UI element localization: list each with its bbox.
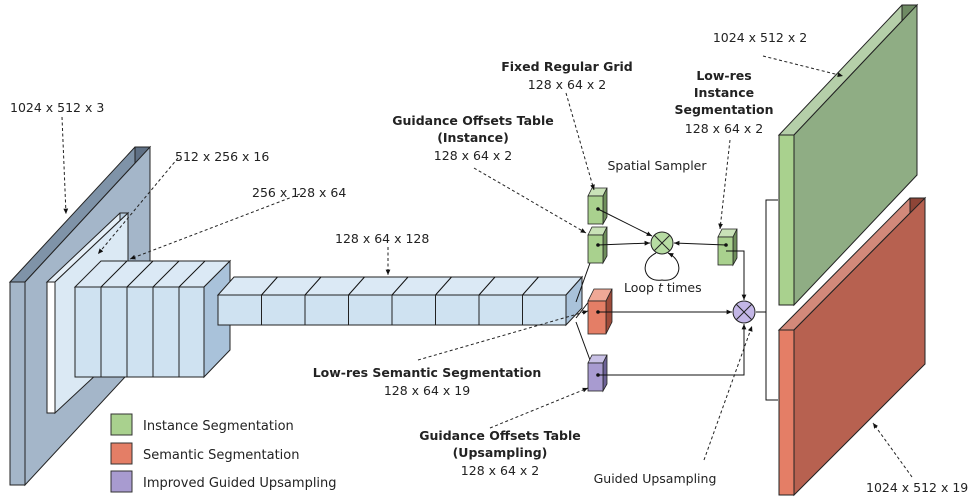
circled-times-icon — [736, 304, 752, 320]
legend: Instance Segmentation Semantic Segmentat… — [110, 413, 337, 493]
leader-lines — [61, 55, 913, 478]
conv1-dims-label: 512 x 256 x 16 — [175, 149, 269, 164]
input-dims-label: 1024 x 512 x 3 — [10, 100, 104, 115]
upsampling-offsets-title-1: Guidance Offsets Table — [419, 428, 580, 443]
instance-offsets-block — [587, 226, 608, 265]
lowres-instance-title-3: Segmentation — [675, 102, 774, 117]
lowres-instance-dims: 128 x 64 x 2 — [685, 121, 763, 136]
instance-offsets-title-1: Guidance Offsets Table — [392, 113, 553, 128]
legend-label-instance: Instance Segmentation — [143, 419, 294, 434]
semantic-output-dims: 1024 x 512 x 19 — [866, 480, 968, 495]
semantic-output-plane — [777, 196, 927, 497]
spatial-sampler-label: Spatial Sampler — [607, 158, 707, 173]
instance-offsets-dims: 128 x 64 x 2 — [434, 148, 512, 163]
upsampling-offsets-block — [587, 354, 608, 393]
guided-upsampling-label: Guided Upsampling — [594, 471, 717, 486]
legend-swatch-upsampling — [110, 470, 133, 493]
encoder-blocks-large — [73, 259, 232, 379]
lowres-instance-title-1: Low-res — [696, 68, 751, 83]
instance-offsets-title-2: (Instance) — [437, 130, 509, 145]
instance-output-dims: 1024 x 512 x 2 — [713, 30, 807, 45]
legend-item-upsampling: Improved Guided Upsampling — [110, 470, 337, 493]
grid-dims-label: 128 x 64 x 2 — [528, 77, 606, 92]
guided-upsampling-node — [732, 300, 756, 324]
conv2-dims-label: 256 x 128 x 64 — [252, 185, 346, 200]
circled-times-icon — [654, 235, 670, 251]
legend-label-semantic: Semantic Segmentation — [143, 448, 299, 463]
fixed-grid-block — [587, 187, 608, 226]
lowres-semantic-title: Low-res Semantic Segmentation — [313, 365, 542, 380]
lowres-instance-title-2: Instance — [694, 85, 754, 100]
lowres-semantic-dims: 128 x 64 x 19 — [384, 383, 470, 398]
instance-output-plane — [777, 3, 919, 307]
grid-title: Fixed Regular Grid — [501, 59, 633, 74]
spatial-sampler-node — [650, 231, 674, 255]
encoder-blocks-small — [216, 275, 584, 327]
legend-label-upsampling: Improved Guided Upsampling — [143, 476, 337, 491]
upsampling-offsets-dims: 128 x 64 x 2 — [461, 463, 539, 478]
loop-label: Loop t times — [624, 280, 702, 295]
legend-swatch-semantic — [110, 442, 133, 465]
legend-item-instance: Instance Segmentation — [110, 413, 294, 436]
conv3-dims-label: 128 x 64 x 128 — [335, 231, 429, 246]
upsampling-offsets-title-2: (Upsampling) — [453, 445, 548, 460]
connections — [596, 199, 778, 401]
legend-swatch-instance — [110, 413, 133, 436]
lowres-instance-block — [717, 228, 738, 267]
legend-item-semantic: Semantic Segmentation — [110, 442, 299, 465]
